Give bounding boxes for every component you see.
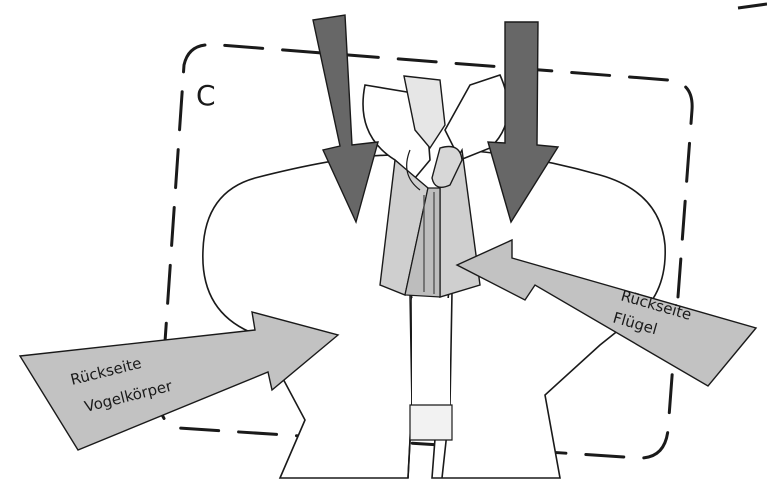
upper-flaps [362, 74, 509, 180]
step-label: C [196, 79, 216, 112]
arrow-body-back: Rückseite Vogelkörper [18, 311, 340, 451]
step-frame [159, 43, 694, 460]
down-arrow-left [312, 14, 379, 225]
down-arrow-right [487, 21, 560, 224]
frame-corner-stroke [737, 2, 767, 10]
left-wing [202, 154, 413, 479]
bird-body-legs [407, 291, 453, 479]
center-pleat [379, 145, 481, 298]
